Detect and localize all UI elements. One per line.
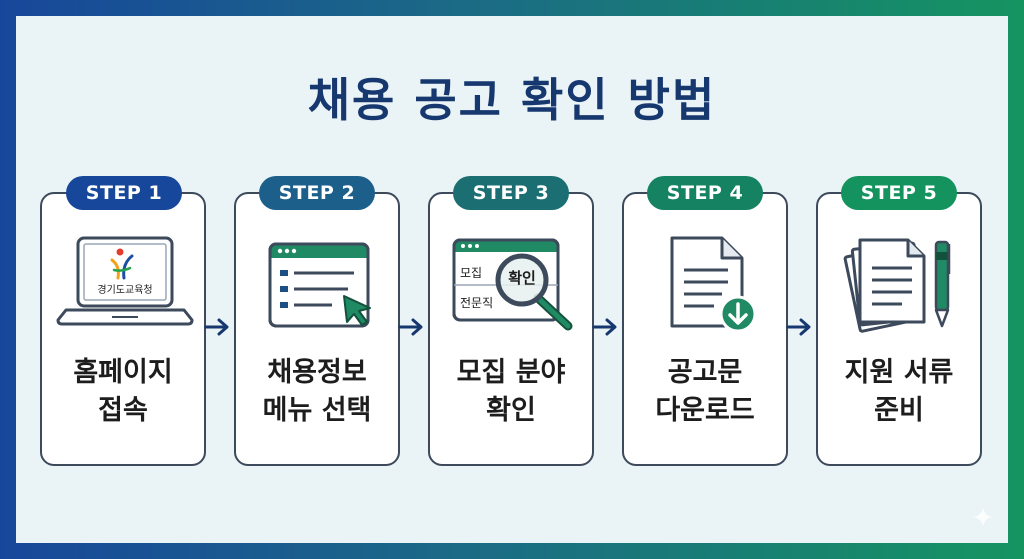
- step-4-badge: STEP 4: [647, 176, 763, 210]
- pen-icon: [934, 240, 951, 328]
- step-card-5: 지원 서류 준비: [816, 192, 982, 466]
- magnified-text: 확인: [508, 269, 536, 287]
- laptop-screen-text: 경기도교육청: [97, 283, 152, 296]
- field-text-recruit: 모집: [460, 266, 482, 280]
- magnifier-browser-icon: 모집 전문직 확인: [452, 238, 573, 331]
- page-title: 채용 공고 확인 방법: [307, 73, 717, 127]
- documents-pen-icon: [843, 238, 951, 333]
- education-office-logo: [110, 248, 134, 280]
- step-card-4: 공고문 다운로드: [622, 192, 788, 466]
- document-download-icon: [670, 236, 757, 333]
- step-4-label: 공고문 다운로드: [655, 357, 755, 426]
- sparkle-icon: [973, 507, 993, 527]
- step-card-1: 경기도교육청 홈페이지 접속: [40, 192, 206, 466]
- step-1-badge: STEP 1: [66, 176, 182, 210]
- arrow-right-icon: [592, 318, 617, 336]
- step-2-badge: STEP 2: [259, 176, 375, 210]
- step-5-label: 지원 서류 준비: [844, 357, 954, 426]
- step-5-badge: STEP 5: [841, 176, 957, 210]
- step-3-label: 모집 분야 확인: [456, 357, 566, 426]
- step-card-3: 모집 전문직 확인 모집 분야 확인: [428, 192, 594, 466]
- arrow-right-icon: [204, 318, 229, 336]
- step-3-badge: STEP 3: [453, 176, 569, 210]
- step-1-label: 홈페이지 접속: [73, 357, 173, 426]
- step-card-2: 채용정보 메뉴 선택: [234, 192, 400, 466]
- laptop-icon: 경기도교육청: [56, 236, 194, 326]
- field-text-specialist: 전문직: [460, 296, 493, 310]
- step-2-label: 채용정보 메뉴 선택: [262, 357, 372, 426]
- browser-menu-cursor-icon: [268, 242, 371, 328]
- arrow-right-icon: [398, 318, 423, 336]
- arrow-right-icon: [786, 318, 811, 336]
